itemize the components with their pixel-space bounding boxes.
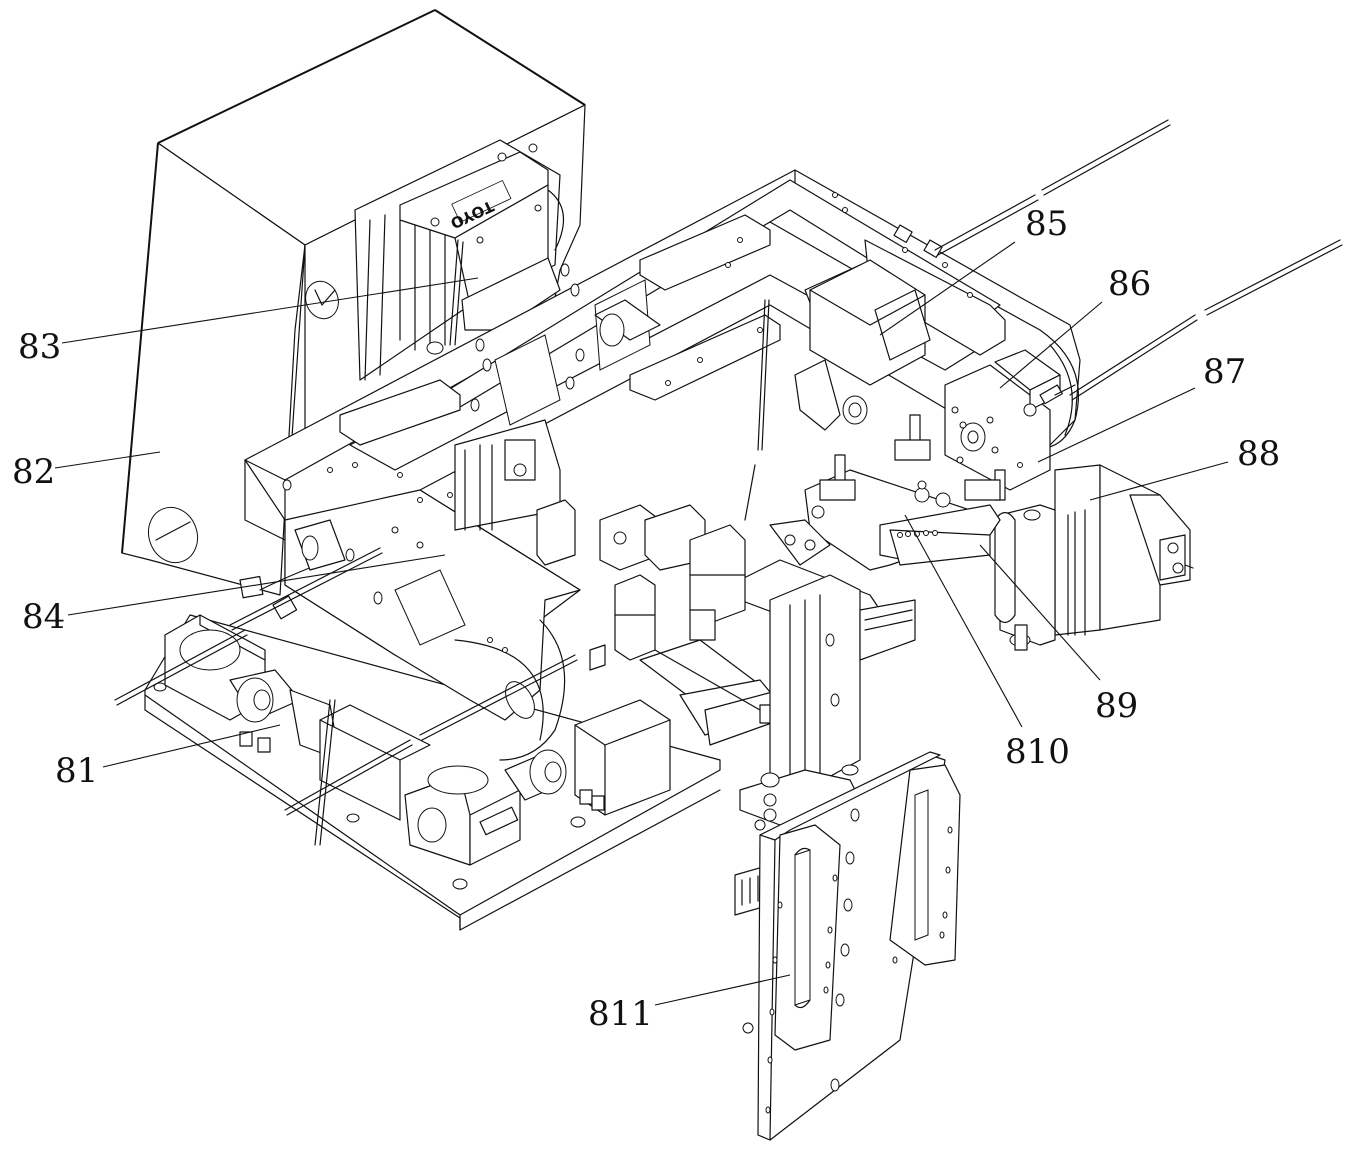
label-810: 810 (1005, 732, 1070, 772)
label-811: 811 (588, 994, 653, 1034)
label-83: 83 (18, 327, 61, 367)
cylinder-block (995, 465, 1193, 650)
label-84: 84 (22, 597, 65, 637)
label-86: 86 (1108, 264, 1151, 304)
label-88: 88 (1237, 434, 1280, 474)
label-85: 85 (1025, 204, 1068, 244)
label-81: 81 (55, 751, 98, 791)
label-87: 87 (1203, 352, 1246, 392)
label-89: 89 (1095, 686, 1138, 726)
label-82: 82 (12, 452, 55, 492)
